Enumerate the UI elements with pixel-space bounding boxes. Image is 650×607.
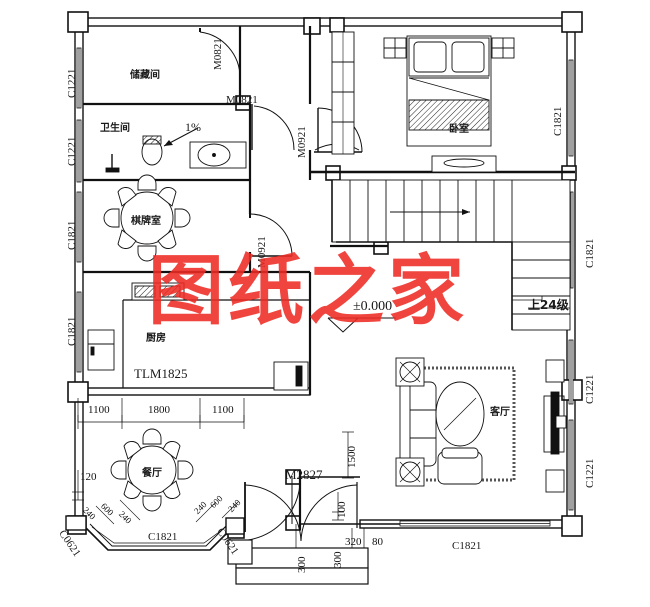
window-label-c1221-right-4: C1221 (584, 458, 596, 488)
window-label-c1221-left-2: C1221 (66, 136, 78, 166)
door-label-m0821-vertical: M0821 (212, 38, 224, 70)
door-label-m0821: M0821 (226, 94, 258, 106)
elevation-marker: ±0.000 (353, 299, 393, 314)
room-label-bathroom: 卫生间 (100, 123, 130, 134)
dimension-320: 320 (345, 536, 362, 548)
window-label-c1821-left-3: C1821 (66, 220, 78, 250)
dimension-300-b: 300 (332, 551, 344, 569)
window-label-c1821-bottom-left: C1821 (148, 531, 178, 543)
dimension-120: 120 (80, 471, 97, 483)
room-label-dining-room: 餐厅 (142, 468, 162, 479)
window-label-c1221-right-3: C1221 (584, 374, 596, 404)
window-label-c1821-right-2: C1821 (584, 238, 596, 268)
window-label-c1821-bottom-right: C1821 (452, 540, 482, 552)
door-label-m0921-kitchen: M0921 (256, 236, 268, 268)
slope-note: 1% (185, 120, 201, 134)
dimension-300-a: 300 (296, 556, 308, 574)
door-label-m2827: M2827 (285, 467, 323, 482)
room-label-storage-room: 储藏间 (130, 70, 160, 81)
window-label-c1821-right-1: C1821 (552, 106, 564, 136)
dimension-1100-right: 1100 (212, 404, 234, 416)
dimension-1500: 1500 (346, 446, 358, 468)
room-label-bedroom: 卧室 (449, 124, 469, 135)
door-label-tlm1825: TLM1825 (134, 366, 188, 381)
room-label-kitchen: 厨房 (146, 333, 166, 344)
door-label-m0921-bedroom: M0921 (296, 126, 308, 158)
room-label-living-room: 客厅 (490, 407, 510, 418)
dimension-100: 100 (336, 501, 348, 519)
room-label-mahjong-room: 棋牌室 (131, 216, 161, 227)
dimension-1100-left: 1100 (88, 404, 110, 416)
window-label-c1821-left-4: C1821 (66, 316, 78, 346)
dimension-80: 80 (372, 536, 383, 548)
stair-note: 上24级 (528, 298, 569, 312)
dimension-1800: 1800 (148, 404, 170, 416)
window-label-c1221-left-1: C1221 (66, 68, 78, 98)
